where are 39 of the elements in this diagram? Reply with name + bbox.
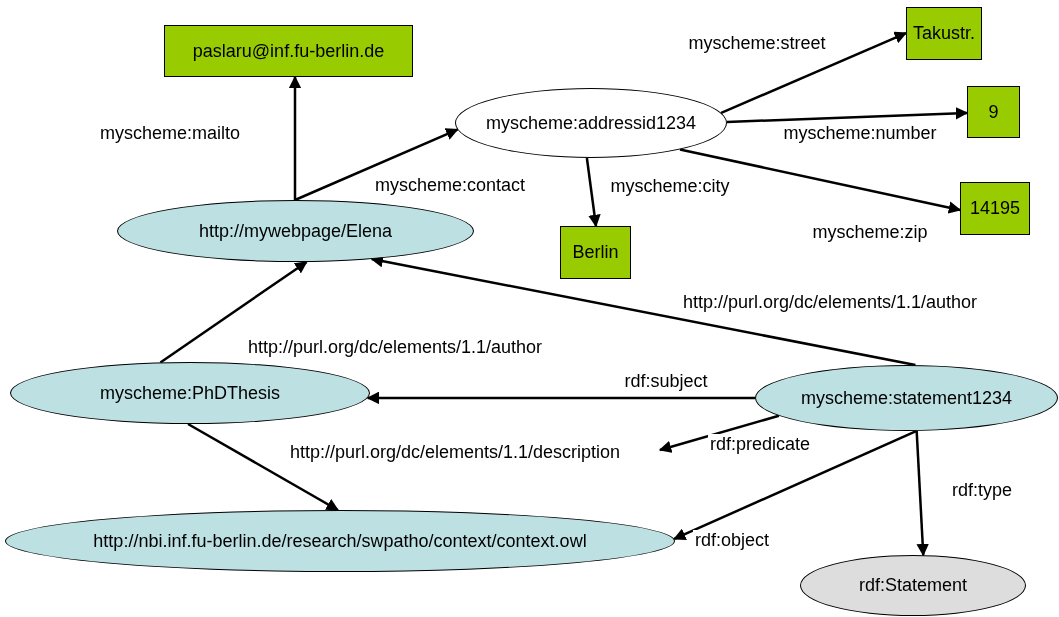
arrow — [679, 148, 962, 214]
edge-label: rdf:subject — [622, 371, 710, 391]
node-label: myscheme:statement1234 — [800, 387, 1013, 409]
arrow — [288, 75, 302, 200]
arrow — [585, 157, 601, 228]
node-label: Takustr. — [913, 23, 975, 44]
edge-label: myscheme:mailto — [98, 123, 242, 143]
node-label: 9 — [988, 101, 999, 123]
node-label: 14195 — [969, 198, 1021, 219]
node-label: rdf:Statement — [858, 575, 968, 596]
edge-label: myscheme:number — [781, 123, 939, 143]
edge-label: rdf:type — [950, 480, 1014, 500]
edge-label: rdf:object — [693, 530, 771, 550]
arrow — [915, 430, 929, 557]
node-label: Berlin — [572, 242, 619, 263]
value-box — [906, 7, 982, 60]
arrow — [726, 107, 969, 124]
value-box — [164, 25, 413, 77]
arrow — [370, 255, 916, 367]
arrow — [366, 391, 755, 405]
node-label: myscheme:addressid1234 — [485, 112, 697, 134]
edge-label: myscheme:street — [686, 33, 828, 53]
edge-label: myscheme:zip — [810, 222, 930, 242]
arrow — [658, 414, 780, 453]
value-box — [560, 226, 631, 279]
node-label: http://mywebpage/Elena — [198, 220, 393, 242]
arrow — [159, 260, 308, 364]
node-label: paslaru@inf.fu-berlin.de — [192, 40, 385, 62]
arrow — [294, 128, 459, 202]
arrow — [673, 429, 918, 541]
edge-label: rdf:predicate — [707, 434, 813, 454]
arrow — [187, 422, 339, 512]
value-box — [967, 86, 1020, 138]
node-label: myscheme:PhDThesis — [99, 382, 281, 404]
property-label: http://purl.org/dc/elements/1.1/description — [289, 441, 621, 463]
arrow — [720, 31, 908, 115]
edge-label: myscheme:city — [608, 176, 732, 196]
value-box — [960, 182, 1030, 235]
node-label: http://nbi.inf.fu-berlin.de/research/swpatho/context/context.owl — [93, 530, 587, 552]
